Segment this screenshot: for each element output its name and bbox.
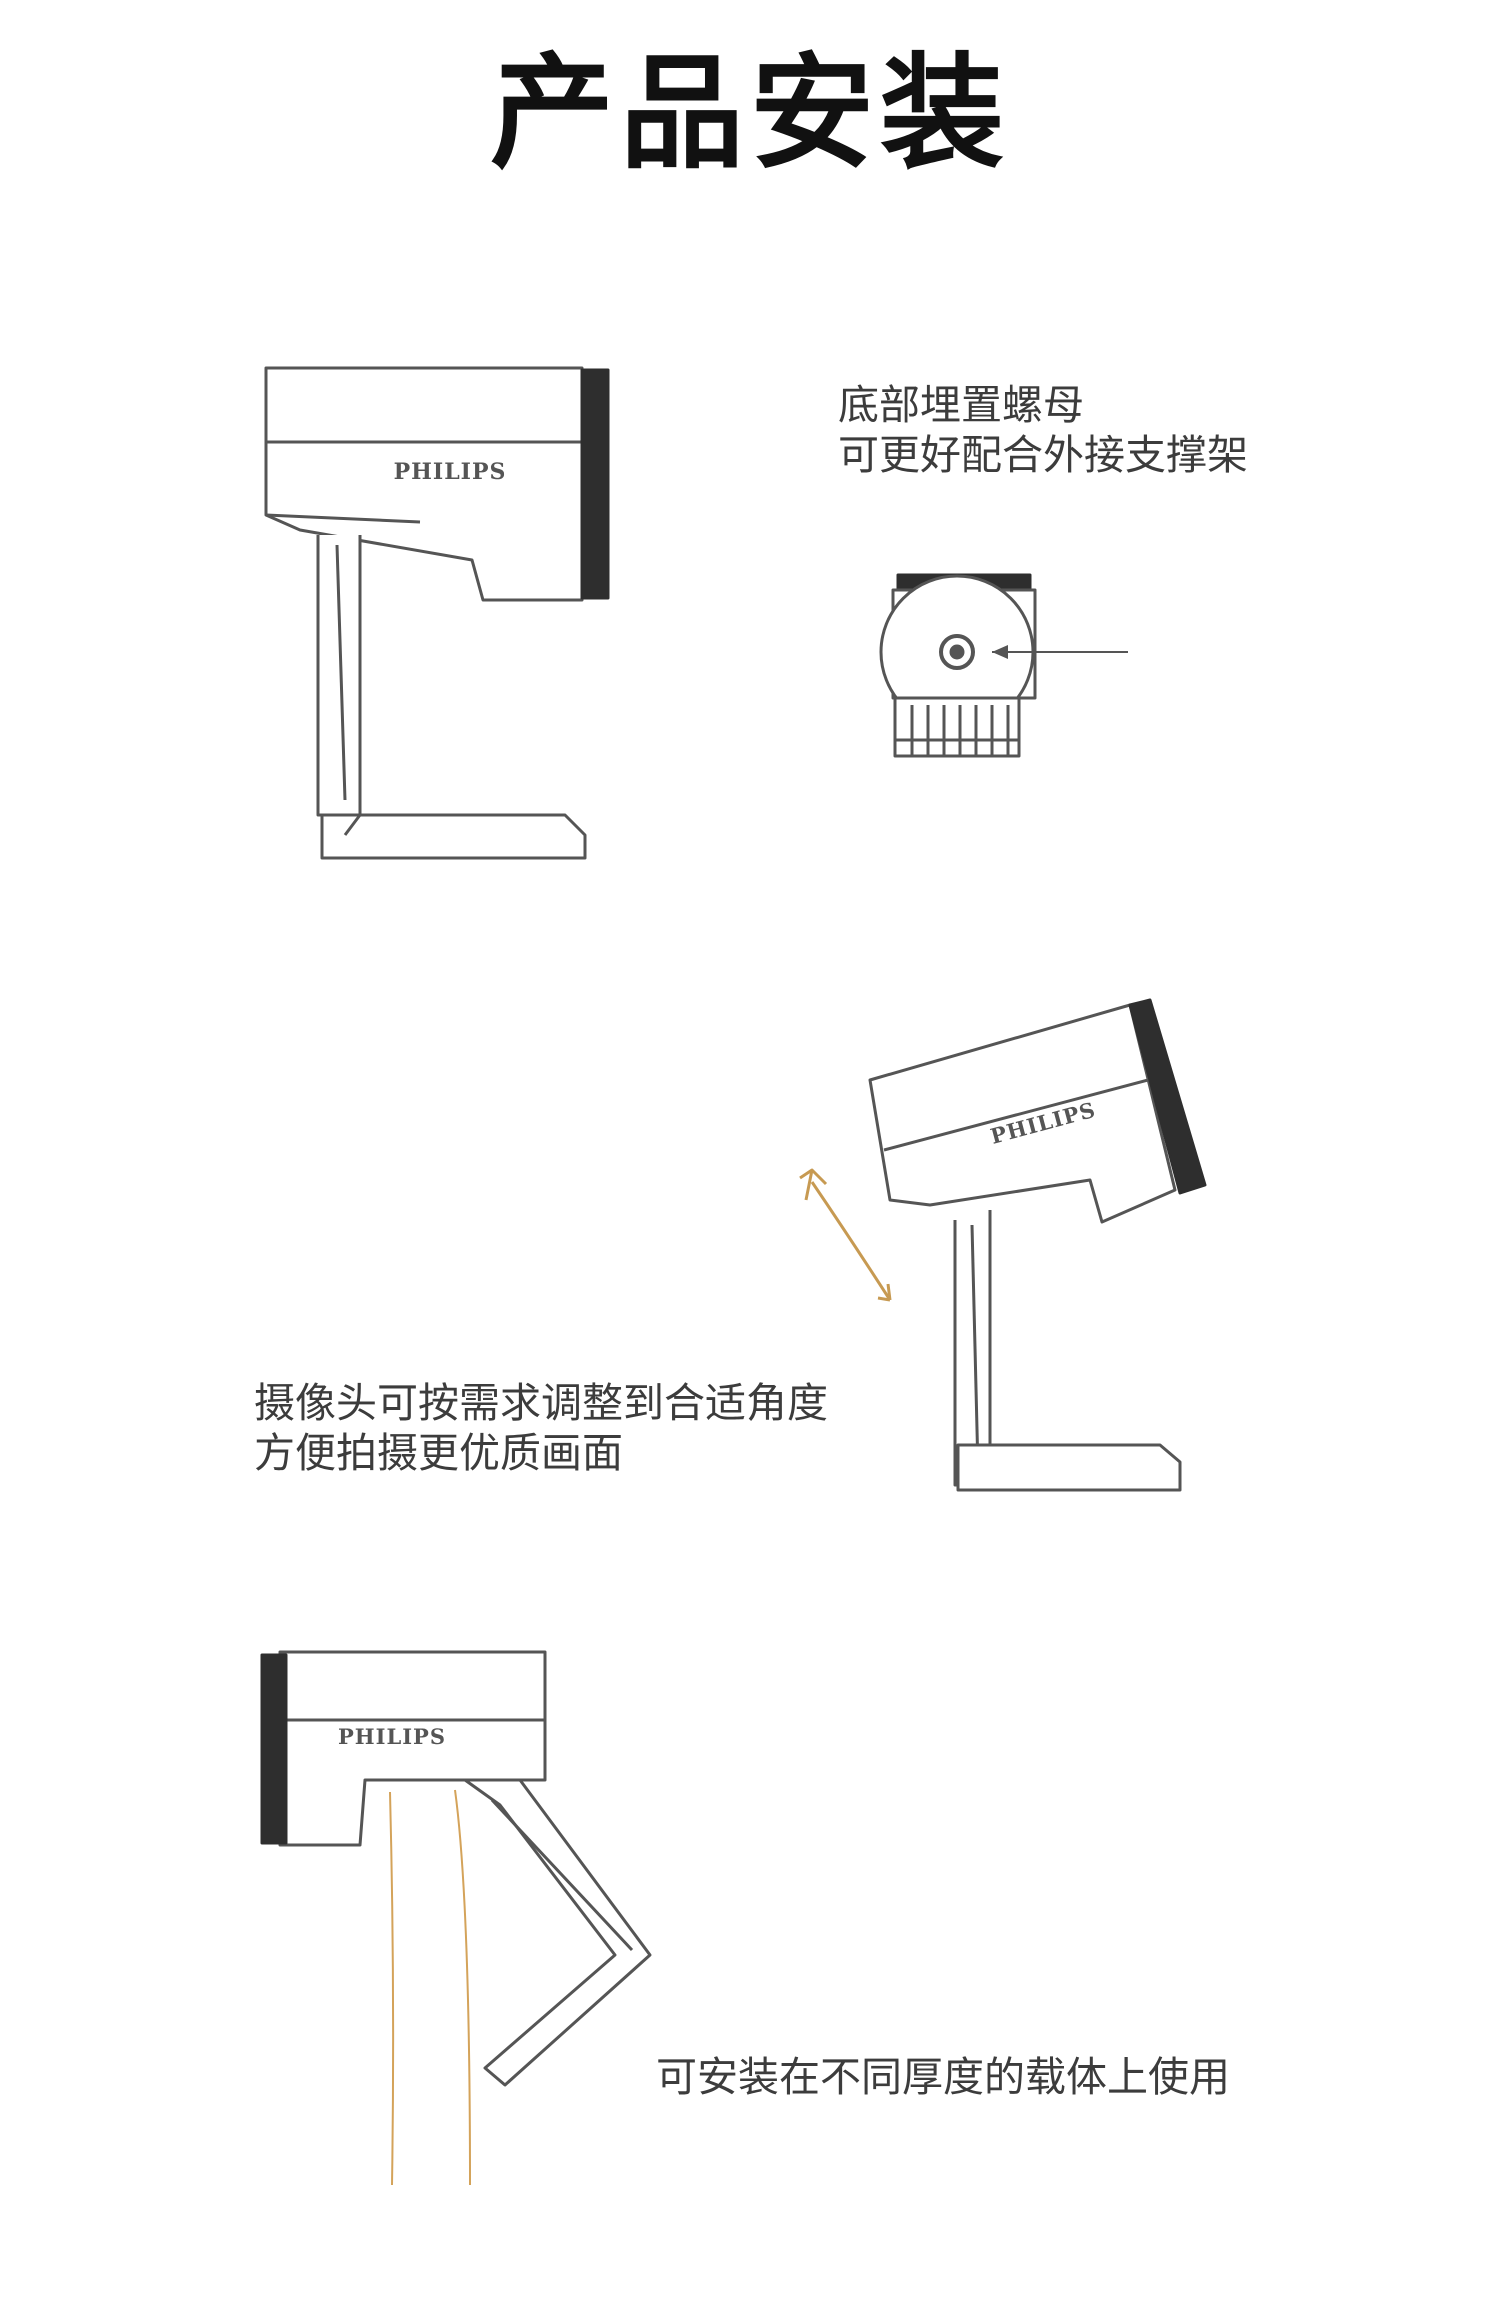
caption-nut: 底部埋置螺母 可更好配合外接支撑架 (838, 380, 1248, 480)
brand-label-3: PHILIPS (338, 1724, 446, 1749)
caption-angle: 摄像头可按需求调整到合适角度 方便拍摄更优质画面 (254, 1378, 828, 1478)
page-title: 产品安装 (489, 42, 1010, 186)
webcam-tilted-illustration: PHILIPS (868, 998, 1207, 1492)
brand-label-1: PHILIPS (394, 459, 507, 485)
caption-nut-line-2: 可更好配合外接支撑架 (838, 431, 1248, 479)
tilt-double-arrow-icon (799, 1168, 892, 1302)
webcam-monitor-mount-illustration: PHILIPS (260, 1650, 652, 2186)
pointer-arrowhead-icon (992, 645, 1008, 659)
caption-angle-line-2: 方便拍摄更优质画面 (254, 1429, 623, 1477)
caption-mounting-line-1: 可安装在不同厚度的载体上使用 (656, 2053, 1230, 2101)
webcam-upright-illustration: PHILIPS (264, 366, 610, 860)
caption-mounting: 可安装在不同厚度的载体上使用 (656, 2052, 1230, 2102)
bottom-view-illustration (879, 573, 1128, 758)
caption-nut-line-1: 底部埋置螺母 (838, 381, 1084, 429)
caption-angle-line-1: 摄像头可按需求调整到合适角度 (254, 1379, 828, 1427)
